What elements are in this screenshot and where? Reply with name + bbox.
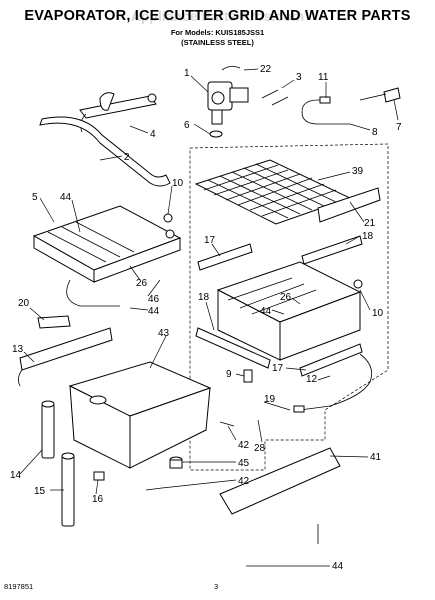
bail-arm-part[interactable] (79, 92, 157, 133)
callout-13: 13 (12, 344, 24, 355)
callout-41: 41 (370, 452, 382, 463)
fill-tube-part[interactable] (301, 96, 350, 125)
callout-12: 12 (306, 374, 318, 385)
clip-16-part[interactable] (93, 471, 105, 481)
callout-9: 9 (226, 369, 232, 380)
grid-cover-part[interactable] (317, 187, 381, 223)
callout-19: 19 (264, 394, 276, 405)
callout-44d: 44 (332, 561, 344, 572)
evaporator-part[interactable] (32, 205, 182, 307)
models-line: For Models: KUIS185JSS1 (170, 28, 265, 37)
water-valve-part[interactable] (207, 66, 249, 125)
ice-bail-part[interactable] (39, 116, 171, 187)
fitting-part[interactable] (359, 87, 401, 103)
callout-16: 16 (92, 494, 104, 505)
front-panel-part[interactable] (219, 447, 341, 515)
callout-11: 11 (318, 72, 329, 83)
valve-screws-part[interactable] (261, 89, 289, 106)
clip-part[interactable] (243, 369, 253, 383)
callout-8: 8 (372, 127, 378, 138)
callout-39: 39 (352, 166, 364, 177)
water-reservoir-part[interactable] (68, 361, 212, 469)
doc-number: 8197851 (4, 582, 34, 591)
callout-44a: 44 (60, 192, 72, 203)
callout-17b: 17 (272, 363, 284, 374)
callout-18b: 18 (198, 292, 210, 303)
callout-6: 6 (184, 120, 190, 131)
callout-15: 15 (34, 486, 46, 497)
foot-part[interactable] (169, 456, 183, 469)
callout-44c: 44 (260, 306, 272, 317)
callout-3: 3 (296, 72, 302, 83)
screw-42-part[interactable] (145, 421, 235, 491)
callout-42a: 42 (238, 440, 250, 451)
watermark: Appliance Parts Pros.com (130, 8, 305, 24)
callout-5: 5 (32, 192, 38, 203)
callout-28: 28 (254, 443, 266, 454)
screw-44-part[interactable] (246, 524, 319, 567)
ice-rail-part[interactable] (18, 327, 113, 387)
wire-harness-part[interactable] (293, 353, 373, 413)
drain-post-part[interactable] (61, 452, 75, 527)
callout-44b: 44 (148, 306, 160, 317)
callout-18a: 18 (362, 231, 374, 242)
callout-labels: 1 22 3 11 7 4 6 8 2 39 10 5 44 21 17 18 … (10, 64, 402, 572)
callout-7: 7 (396, 122, 402, 133)
lower-bracket-part[interactable] (195, 327, 363, 377)
bracket-20-part[interactable] (37, 315, 71, 329)
callout-4: 4 (150, 129, 156, 140)
callout-22: 22 (260, 64, 272, 75)
grid-bracket-right-part[interactable] (301, 235, 363, 265)
callout-20: 20 (18, 298, 30, 309)
callout-42b: 42 (238, 476, 250, 487)
callout-26a: 26 (136, 278, 148, 289)
leg-post-part[interactable] (41, 400, 55, 459)
callout-10a: 10 (172, 178, 184, 189)
washer-part[interactable] (209, 130, 223, 138)
callout-14: 14 (10, 470, 22, 481)
grid-bracket-left-part[interactable] (197, 243, 253, 271)
leader-lines (19, 68, 399, 567)
variant-line: (STAINLESS STEEL) (181, 38, 254, 47)
callout-17a: 17 (204, 235, 216, 246)
callout-46: 46 (148, 294, 160, 305)
callout-26b: 26 (280, 292, 292, 303)
callout-21: 21 (364, 218, 376, 229)
ice-cutter-frame-part[interactable] (216, 261, 362, 361)
callout-43: 43 (158, 328, 170, 339)
callout-2: 2 (124, 152, 130, 163)
callout-45: 45 (238, 458, 250, 469)
callout-10b: 10 (372, 308, 384, 319)
page-number: 3 (214, 582, 219, 591)
page-title: EVAPORATOR, ICE CUTTER GRID AND WATER PA… (24, 8, 411, 24)
callout-1: 1 (184, 68, 190, 79)
